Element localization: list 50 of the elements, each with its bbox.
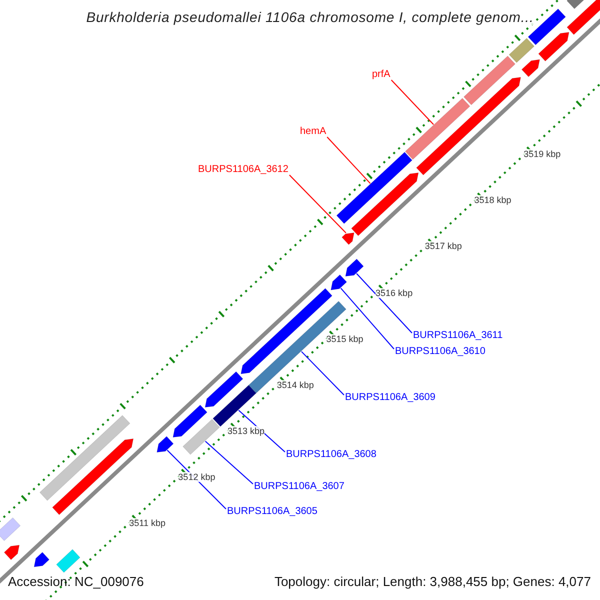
gene-feature bbox=[52, 438, 134, 515]
scale-label: 3517 kbp bbox=[424, 241, 462, 252]
gene-label: BURPS1106A_3610 bbox=[395, 346, 486, 357]
leader-line bbox=[390, 80, 434, 125]
scale-label: 3513 kbp bbox=[228, 426, 265, 436]
gene-feature bbox=[416, 77, 521, 176]
gene-feature bbox=[464, 56, 516, 106]
gene-feature bbox=[34, 552, 50, 568]
gene-feature bbox=[405, 98, 470, 160]
gene-feature bbox=[0, 517, 21, 541]
gene-feature bbox=[40, 415, 130, 501]
gene-feature bbox=[182, 418, 220, 455]
gene-label: BURPS1106A_3607 bbox=[254, 481, 344, 492]
gene-label: BURPS1106A_3605 bbox=[227, 506, 318, 517]
scale-label: 3519 kbp bbox=[524, 149, 561, 160]
leader-line bbox=[326, 136, 371, 184]
gene-feature bbox=[345, 258, 364, 277]
gene-label: prfA bbox=[372, 69, 390, 80]
gene-feature bbox=[212, 384, 256, 427]
gene-feature bbox=[538, 32, 570, 62]
gene-label: BURPS1106A_3612 bbox=[198, 164, 288, 175]
gene-feature bbox=[4, 544, 20, 560]
genome-info-text: Topology: circular; Length: 3,988,455 bp; Genes: 4,077 bbox=[274, 574, 591, 589]
scale-label: 3514 kbp bbox=[276, 380, 314, 390]
gene-feature bbox=[521, 59, 540, 78]
gene-feature bbox=[342, 232, 354, 245]
leader-line bbox=[288, 174, 346, 234]
scale-label: 3515 kbp bbox=[326, 334, 364, 344]
title: Burkholderia pseudomallei 1106a chromosome I, complete genom... bbox=[86, 9, 534, 25]
gene-feature bbox=[156, 436, 174, 453]
leader-line bbox=[356, 273, 412, 334]
accession-text: Accession: NC_009076 bbox=[8, 574, 144, 589]
scale-label: 3516 kbp bbox=[376, 288, 413, 298]
gene-feature bbox=[330, 274, 347, 290]
gene-label: hemA bbox=[300, 126, 326, 137]
gene-label: BURPS1106A_3611 bbox=[413, 330, 503, 341]
scale-label: 3511 kbp bbox=[129, 518, 166, 528]
gene-feature bbox=[56, 549, 80, 573]
gene-feature bbox=[508, 38, 534, 63]
gene-label: BURPS1106A_3609 bbox=[345, 392, 436, 403]
scale-label: 3512 kbp bbox=[178, 472, 216, 482]
gene-feature bbox=[248, 300, 346, 394]
leader-line bbox=[340, 288, 394, 350]
gene-feature bbox=[204, 371, 244, 408]
gene-label: BURPS1106A_3608 bbox=[286, 449, 376, 460]
scale-label: 3518 kbp bbox=[474, 195, 512, 206]
gene-feature bbox=[351, 172, 419, 236]
gene-feature bbox=[566, 0, 600, 35]
gene-feature bbox=[336, 152, 412, 224]
gene-feature bbox=[172, 404, 208, 438]
